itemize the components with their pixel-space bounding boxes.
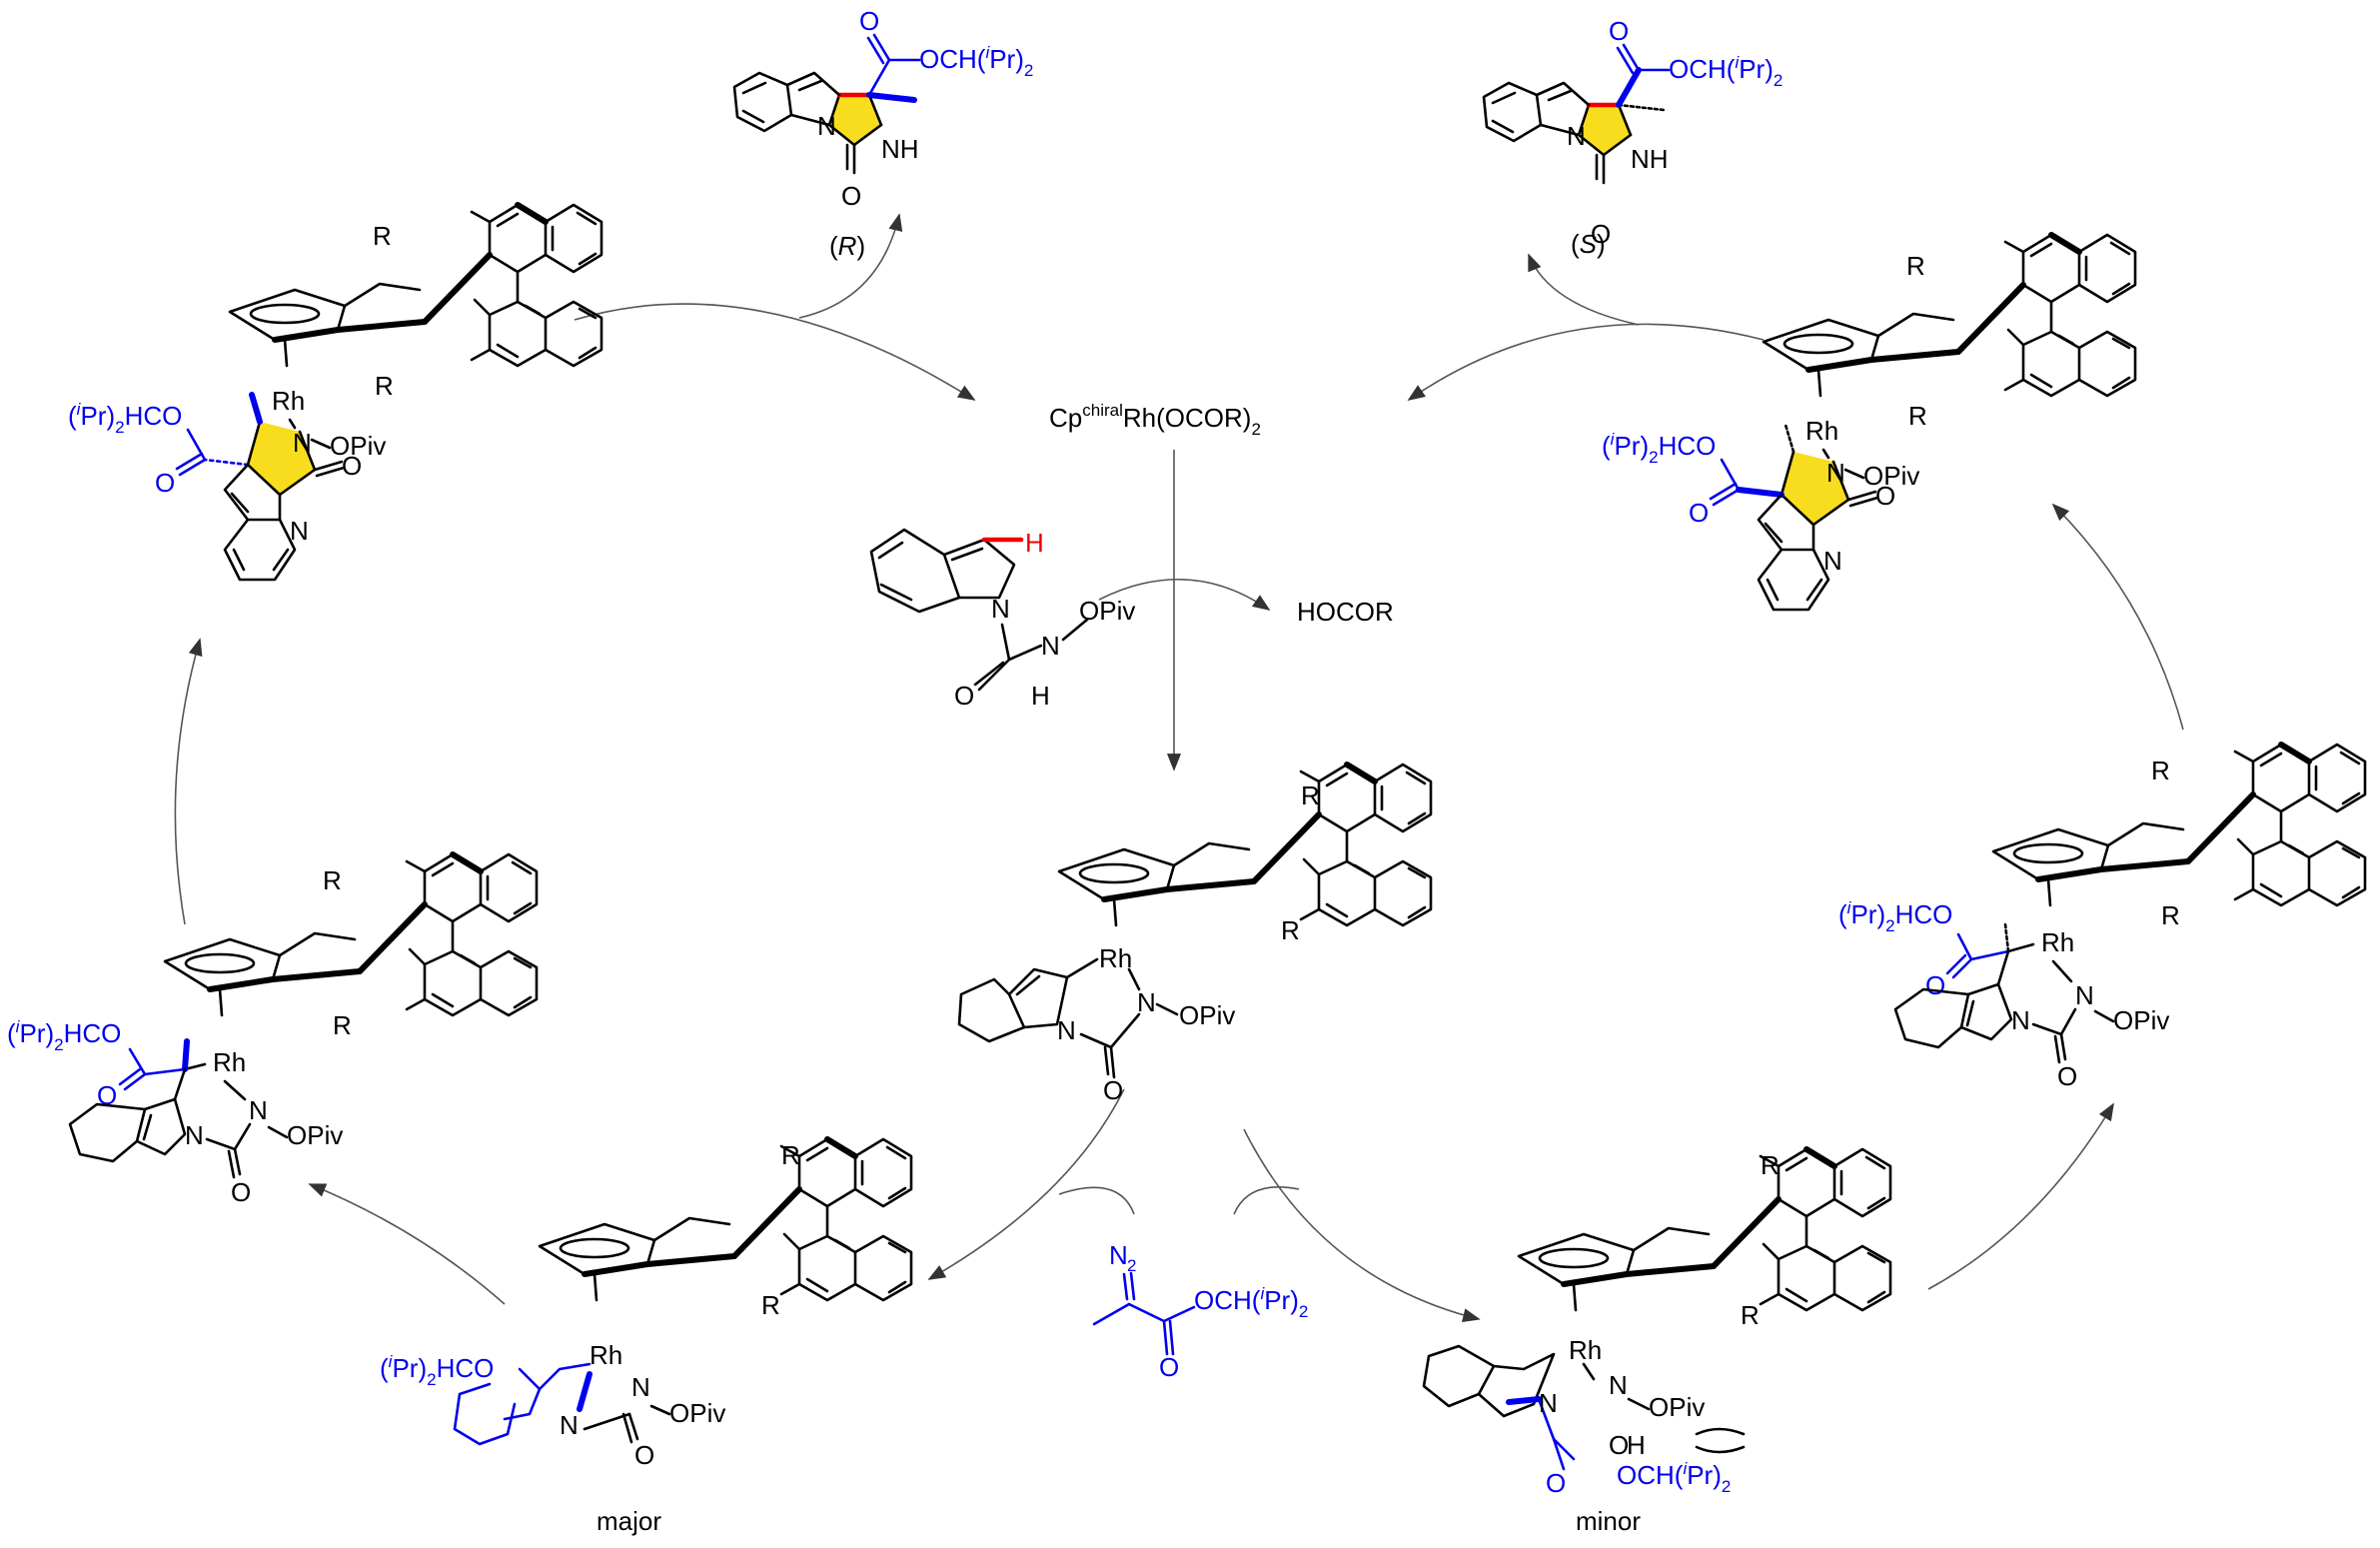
product-R: N NH O O OCH(iPr)2 (R) <box>734 6 1033 261</box>
svg-text:OPiv: OPiv <box>1863 461 1919 491</box>
svg-text:N: N <box>290 516 309 546</box>
catalyst-label: CpchiralRh(OCOR)2 <box>1049 401 1261 439</box>
svg-text:OPiv: OPiv <box>1079 596 1135 626</box>
svg-text:H: H <box>1025 528 1044 558</box>
svg-text:N: N <box>1041 631 1060 661</box>
svg-text:N: N <box>1109 1240 1128 1270</box>
svg-text:R: R <box>1301 780 1320 810</box>
svg-text:O: O <box>1103 1075 1123 1105</box>
svg-text:OPiv: OPiv <box>330 431 386 461</box>
svg-text:R: R <box>761 1290 780 1320</box>
svg-text:OPiv: OPiv <box>2113 1005 2169 1035</box>
svg-text:R: R <box>373 221 392 251</box>
svg-text:O: O <box>1689 498 1709 528</box>
svg-text:N: N <box>1826 458 1845 488</box>
svg-text:OCH(iPr)2: OCH(iPr)2 <box>1194 1284 1308 1321</box>
svg-text:N: N <box>185 1120 204 1150</box>
svg-text:R: R <box>1761 1150 1780 1180</box>
svg-text:R: R <box>333 1010 352 1040</box>
indole-substrate: H N O N H OPiv <box>871 528 1135 711</box>
svg-text:N: N <box>2011 1005 2030 1035</box>
svg-text:OCH(iPr)2: OCH(iPr)2 <box>919 43 1033 80</box>
svg-text:N: N <box>1057 1015 1076 1045</box>
top-right-product-complex: R R Rh O (iPr)2HCO N O N OPiv <box>1602 235 2135 610</box>
svg-text:OPiv: OPiv <box>1649 1392 1705 1422</box>
svg-text:O: O <box>1546 1468 1566 1498</box>
svg-text:(iPr)2HCO: (iPr)2HCO <box>380 1352 494 1389</box>
svg-text:R: R <box>781 1140 800 1170</box>
svg-text:N: N <box>817 111 836 141</box>
svg-text:R: R <box>1741 1300 1760 1330</box>
major-transition-state: R R Rh N O N OPiv (iPr)2HCO <box>380 1139 911 1470</box>
svg-text:O: O <box>634 1440 654 1470</box>
svg-text:Rh: Rh <box>1099 943 1132 973</box>
byproduct-label: HOCOR <box>1297 597 1394 627</box>
svg-text:H: H <box>1031 681 1050 711</box>
svg-text:H: H <box>1627 1430 1646 1460</box>
svg-text:R: R <box>1906 251 1925 281</box>
svg-text:N: N <box>249 1095 268 1125</box>
top-left-product-complex: R R Rh O (iPr)2HCO N O N OPiv <box>68 205 601 580</box>
svg-text:N: N <box>293 428 312 458</box>
minor-transition-state: R R Rh O N N OPiv O H OCH(iPr)2 <box>1424 1149 1890 1498</box>
svg-text:O: O <box>155 468 175 498</box>
right-insertion-intermediate: R R Rh O (iPr)2HCO N O N OPiv <box>1838 745 2365 1091</box>
rhodacycle-intermediate: R R Rh N O N OPiv <box>959 765 1431 1105</box>
svg-text:(iPr)2HCO: (iPr)2HCO <box>1602 430 1716 467</box>
svg-text:O: O <box>859 6 879 36</box>
svg-text:OCH(iPr)2: OCH(iPr)2 <box>1617 1459 1731 1496</box>
svg-text:OPiv: OPiv <box>669 1398 725 1428</box>
svg-text:O: O <box>1925 970 1945 1000</box>
svg-text:NH: NH <box>881 134 919 164</box>
minor-label: minor <box>1576 1506 1641 1536</box>
svg-text:N: N <box>1823 546 1842 576</box>
svg-text:Rh: Rh <box>272 386 305 416</box>
svg-text:N: N <box>631 1372 650 1402</box>
svg-text:N: N <box>1609 1370 1628 1400</box>
svg-text:(iPr)2HCO: (iPr)2HCO <box>1838 898 1952 935</box>
svg-text:Rh: Rh <box>590 1340 622 1370</box>
svg-text:Rh: Rh <box>2041 927 2074 957</box>
svg-text:O: O <box>1609 16 1629 46</box>
svg-text:O: O <box>841 181 861 211</box>
svg-text:N: N <box>991 594 1010 624</box>
svg-text:(S): (S) <box>1571 229 1606 259</box>
svg-text:R: R <box>2161 900 2180 930</box>
svg-text:(R): (R) <box>829 231 865 261</box>
svg-text:N: N <box>2075 980 2094 1010</box>
svg-text:O: O <box>954 681 974 711</box>
svg-text:Rh: Rh <box>1569 1335 1602 1365</box>
svg-text:O: O <box>1159 1352 1179 1382</box>
svg-text:O: O <box>2057 1061 2077 1091</box>
svg-text:N: N <box>1567 121 1586 151</box>
svg-text:N: N <box>560 1410 579 1440</box>
svg-text:OPiv: OPiv <box>287 1120 343 1150</box>
diazo-ester: N 2 O OCH(iPr)2 <box>1094 1240 1308 1382</box>
svg-text:R: R <box>1908 401 1927 431</box>
svg-text:NH: NH <box>1631 144 1669 174</box>
svg-text:O: O <box>231 1177 251 1207</box>
svg-text:R: R <box>2151 756 2170 785</box>
left-insertion-intermediate: R R Rh O (iPr)2HCO N O N OPiv <box>7 854 537 1207</box>
svg-text:Rh: Rh <box>1805 416 1838 446</box>
svg-text:N: N <box>1539 1388 1558 1418</box>
svg-text:OPiv: OPiv <box>1179 1000 1235 1030</box>
svg-text:(iPr)2HCO: (iPr)2HCO <box>68 400 182 437</box>
svg-text:R: R <box>375 371 394 401</box>
svg-text:R: R <box>1281 915 1300 945</box>
svg-text:Rh: Rh <box>213 1047 246 1077</box>
major-label: major <box>596 1506 661 1536</box>
product-S: N NH O O OCH(iPr)2 (S) <box>1484 16 1783 259</box>
svg-text:R: R <box>323 865 342 895</box>
svg-text:N: N <box>1137 987 1156 1017</box>
svg-text:(iPr)2HCO: (iPr)2HCO <box>7 1017 121 1054</box>
svg-text:OCH(iPr)2: OCH(iPr)2 <box>1669 53 1783 90</box>
